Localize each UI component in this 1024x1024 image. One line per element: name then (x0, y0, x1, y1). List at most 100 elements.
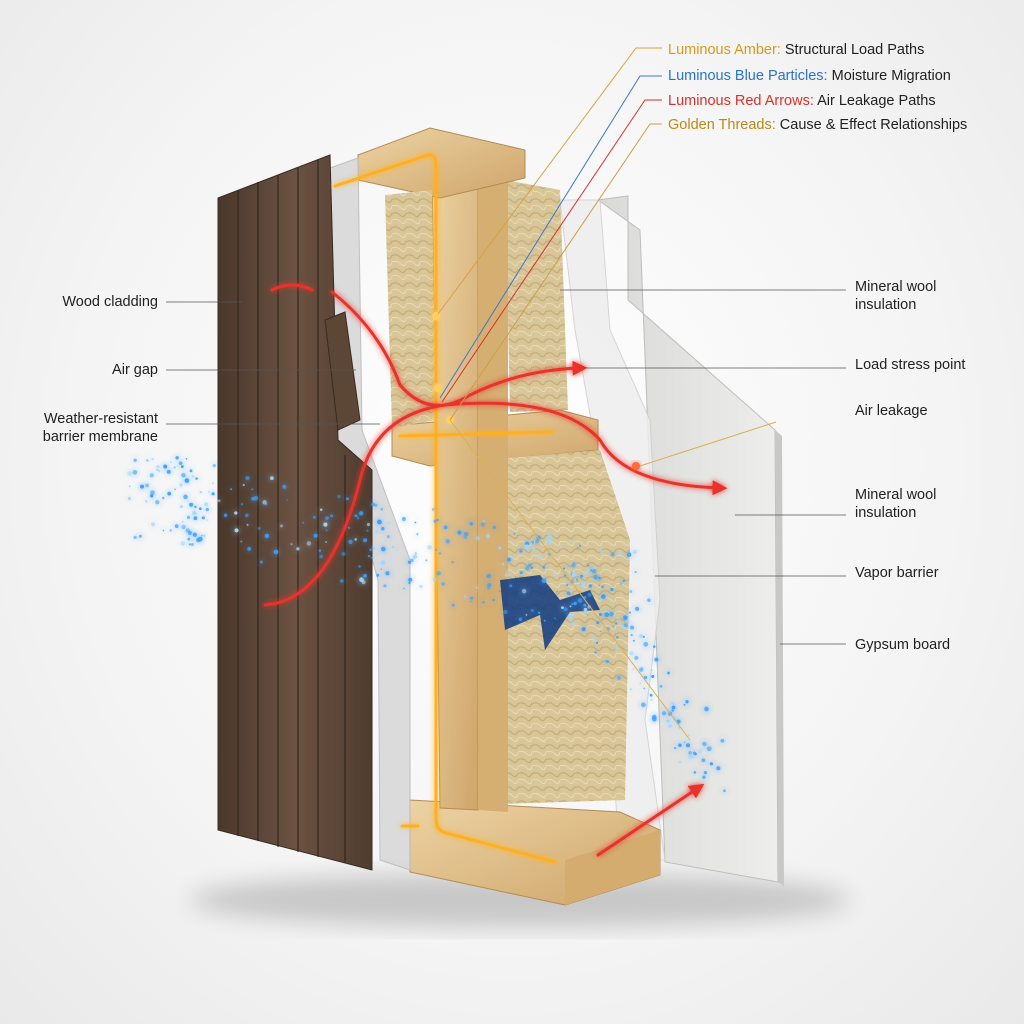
moisture-particle (306, 541, 312, 546)
moisture-particle (175, 456, 179, 460)
legend-blue-key: Luminous Blue Particles: (668, 68, 828, 84)
moisture-particle (598, 576, 601, 580)
legend-blue-desc: Moisture Migration (831, 68, 951, 84)
moisture-particle (145, 483, 150, 488)
moisture-particle (629, 651, 634, 656)
moisture-particle (318, 549, 322, 552)
moisture-particle (623, 617, 627, 621)
moisture-particle (156, 464, 160, 469)
moisture-particle (445, 538, 451, 544)
moisture-particle (628, 611, 632, 614)
moisture-particle (145, 500, 148, 503)
moisture-particle (190, 542, 194, 547)
legend-red: Luminous Red Arrows: Air Leakage Paths (668, 92, 936, 110)
moisture-particle (223, 513, 228, 518)
moisture-particle (723, 789, 726, 793)
moisture-particle (594, 651, 597, 654)
blue-moisture-particles (127, 456, 726, 793)
moisture-particle (650, 669, 653, 672)
moisture-particle (612, 601, 615, 604)
label-load-stress-point: Load stress point (855, 357, 966, 373)
moisture-particle (245, 476, 250, 481)
label-air-gap: Air gap (112, 362, 158, 378)
moisture-particle (580, 582, 586, 587)
moisture-particle (169, 529, 172, 532)
moisture-particle (234, 511, 238, 515)
moisture-particle (593, 574, 599, 580)
moisture-particle (146, 459, 149, 462)
moisture-particle (150, 494, 154, 498)
moisture-particle (200, 534, 203, 537)
moisture-particle (463, 595, 467, 598)
moisture-particle (414, 552, 417, 555)
legend-golden: Golden Threads: Cause & Effect Relations… (668, 116, 967, 134)
moisture-particle (701, 758, 706, 763)
moisture-particle (230, 488, 233, 491)
moisture-particle (436, 571, 441, 576)
moisture-particle (427, 545, 432, 550)
moisture-particle (132, 470, 138, 475)
moisture-particle (709, 762, 714, 766)
moisture-particle (155, 500, 160, 505)
label-gypsum-board: Gypsum board (855, 637, 951, 653)
moisture-particle (530, 566, 533, 569)
moisture-particle (639, 667, 644, 672)
moisture-particle (653, 645, 656, 648)
moisture-particle (380, 568, 383, 571)
moisture-particle (506, 571, 508, 573)
moisture-particle (486, 573, 492, 579)
moisture-particle (363, 573, 367, 578)
moisture-particle (599, 630, 602, 633)
moisture-particle (530, 608, 534, 613)
moisture-particle (650, 698, 653, 701)
moisture-particle (678, 760, 682, 764)
moisture-particle (340, 579, 344, 583)
moisture-particle (247, 547, 252, 551)
moisture-particle (207, 490, 210, 493)
moisture-particle (604, 612, 610, 618)
moisture-particle (570, 621, 575, 626)
moisture-particle (296, 547, 300, 551)
moisture-particle (181, 520, 184, 523)
moisture-particle (498, 546, 502, 550)
moisture-particle (498, 590, 501, 593)
moisture-particle (630, 625, 635, 630)
label-wrb-line2: barrier membrane (42, 429, 158, 445)
moisture-particle (531, 540, 535, 544)
moisture-particle (337, 494, 341, 499)
moisture-particle (366, 522, 371, 527)
moisture-particle (703, 771, 708, 775)
moisture-particle (433, 519, 437, 523)
moisture-particle (572, 561, 575, 564)
moisture-particle (569, 540, 572, 543)
moisture-particle (605, 659, 609, 664)
moisture-particle (627, 552, 632, 557)
moisture-particle (181, 524, 186, 530)
moisture-particle (643, 675, 648, 680)
moisture-particle (205, 507, 209, 512)
moisture-particle (591, 569, 597, 574)
moisture-particle (387, 521, 391, 525)
moisture-particle (211, 482, 214, 485)
moisture-particle (674, 747, 677, 750)
moisture-particle (279, 524, 283, 528)
moisture-particle (632, 639, 635, 642)
moisture-particle (654, 657, 659, 662)
moisture-particle (547, 538, 552, 544)
moisture-particle (666, 719, 670, 723)
moisture-particle (436, 518, 439, 522)
moisture-particle (519, 549, 523, 553)
moisture-particle (412, 554, 417, 559)
moisture-particle (376, 553, 379, 556)
moisture-particle (537, 555, 541, 559)
moisture-particle (521, 588, 527, 594)
moisture-particle (407, 560, 412, 564)
moisture-particle (576, 546, 579, 549)
moisture-particle (528, 563, 532, 567)
moisture-particle (518, 617, 523, 622)
moisture-particle (127, 471, 133, 476)
moisture-particle (410, 558, 414, 563)
moisture-particle (181, 472, 186, 478)
moisture-particle (573, 601, 577, 606)
gypsum-board (596, 195, 784, 886)
